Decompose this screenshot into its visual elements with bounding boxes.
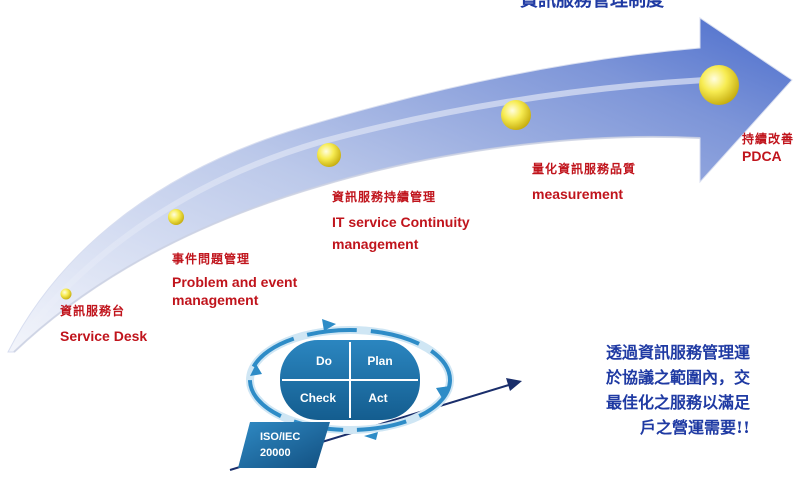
summary-text: 透過資訊服務管理運 於協議之範圍內，交 最佳化之服務以滿足 戶之營運需要!! <box>606 340 750 440</box>
milestone-node-5 <box>699 65 739 105</box>
milestone-node-2 <box>168 209 184 225</box>
summary-line-2: 於協議之範圍內，交 <box>606 368 751 387</box>
pdca-do: Do <box>316 354 332 368</box>
pdca-cycle-graphic: Do Plan Check Act ISO/IEC 20000 <box>238 319 454 468</box>
milestone-label-3-en: IT service Continuity management <box>332 214 470 252</box>
summary-line-1: 透過資訊服務管理運 <box>606 343 751 362</box>
pdca-ring-arrowhead-left <box>250 364 262 376</box>
milestone-node-3 <box>317 143 341 167</box>
milestone-label-3: 資訊服務持續管理 IT service Continuity managemen… <box>332 188 512 255</box>
iso-badge-line2: 20000 <box>260 447 291 459</box>
milestone-label-3-zh: 資訊服務持續管理 <box>332 190 437 204</box>
pdca-ring-arrowhead-top <box>322 319 336 331</box>
milestone-node-4 <box>501 100 531 130</box>
milestone-label-1-zh: 資訊服務台 <box>60 304 126 318</box>
pdca-act: Act <box>368 391 387 405</box>
pdca-ring-arrowhead-bottom <box>364 432 378 440</box>
milestone-label-4-zh: 量化資訊服務品質 <box>532 162 637 176</box>
milestone-node-1 <box>60 288 72 300</box>
milestone-label-2: 事件問題管理 Problem and event management <box>172 250 332 309</box>
iso-badge <box>238 422 330 468</box>
summary-line-4: 戶之營運需要!! <box>640 418 751 437</box>
milestone-label-5-en: PDCA <box>742 148 782 164</box>
milestone-label-4: 量化資訊服務品質 measurement <box>532 160 636 203</box>
milestone-label-2-en: Problem and event management <box>172 274 298 308</box>
milestone-label-1-en: Service Desk <box>60 328 148 344</box>
milestone-label-4-en: measurement <box>532 186 624 202</box>
arrow-highlight <box>19 77 708 341</box>
pdca-ring-arrowhead-right <box>436 386 450 398</box>
milestone-label-2-zh: 事件問題管理 <box>172 252 251 266</box>
diagram-title: 資訊服務管理制度 <box>520 0 664 11</box>
pdca-plan: Plan <box>367 354 392 368</box>
summary-line-3: 最佳化之服務以滿足 <box>606 393 751 412</box>
pdca-ring-arrows <box>248 328 452 432</box>
milestone-label-5-zh: 持續改善 <box>742 132 795 146</box>
trend-line-head <box>506 378 522 391</box>
milestone-label-1: 資訊服務台 Service Desk <box>60 302 147 345</box>
iso-badge-line1: ISO/IEC <box>260 431 300 443</box>
pdca-check: Check <box>300 391 336 405</box>
milestone-label-5: 持續改善 PDCA <box>742 130 794 165</box>
arrow-shadow <box>13 135 701 353</box>
